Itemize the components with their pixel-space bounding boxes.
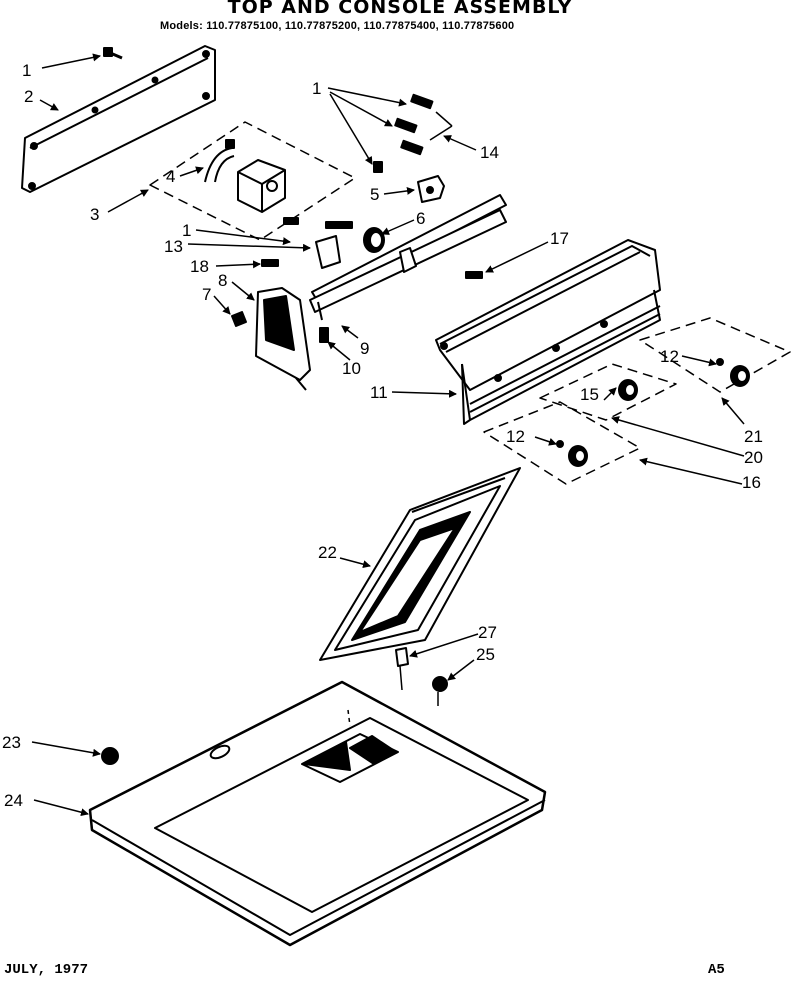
part-1-screws-right — [373, 93, 453, 173]
callout-5: 5 — [370, 185, 379, 204]
part-13-switch — [283, 217, 353, 269]
part-23-nut — [101, 747, 119, 765]
models-line: Models: 110.77875100, 110.77875200, 110.… — [160, 20, 515, 32]
page-code-footer: A5 — [708, 962, 725, 978]
callout-1: 1 — [312, 79, 321, 98]
callout-16: 16 — [742, 473, 761, 492]
part-25-nut — [432, 676, 448, 706]
part-15-knob — [618, 379, 638, 401]
callout-3: 3 — [90, 205, 99, 224]
part-6-knob — [363, 227, 385, 253]
part-17-screw — [465, 271, 483, 279]
callout-8: 8 — [218, 271, 227, 290]
part-5-bracket — [417, 175, 445, 203]
callout-21: 21 — [744, 427, 763, 446]
callout-labels: 1 2 3 4 1 14 5 6 1 13 18 8 7 17 9 10 11 … — [2, 61, 763, 810]
callout-12: 12 — [506, 427, 525, 446]
part-16-dashed-box — [483, 401, 641, 485]
part-1-screw-top — [103, 47, 123, 60]
part-11-console — [435, 239, 661, 425]
part-20-dashed-box — [539, 363, 677, 421]
callout-13: 13 — [164, 237, 183, 256]
part-10-clip — [319, 327, 329, 343]
callout-12: 12 — [660, 347, 679, 366]
callout-9: 9 — [360, 339, 369, 358]
callout-20: 20 — [744, 448, 763, 467]
part-3-dashed-box — [149, 121, 356, 241]
callout-25: 25 — [476, 645, 495, 664]
callout-2: 2 — [24, 87, 33, 106]
callout-11: 11 — [370, 383, 388, 402]
callout-24: 24 — [4, 791, 23, 810]
callout-14: 14 — [480, 143, 499, 162]
callout-23: 23 — [2, 733, 21, 752]
callout-1: 1 — [22, 61, 31, 80]
part-2-bracket — [21, 45, 216, 193]
part-8-holder — [255, 287, 311, 391]
callout-17: 17 — [550, 229, 569, 248]
part-12-knob-left — [556, 440, 588, 467]
part-18-screw — [261, 259, 279, 267]
callout-18: 18 — [190, 257, 209, 276]
leader-lines — [31, 53, 745, 817]
part-4-timer — [204, 139, 286, 213]
callout-4: 4 — [166, 167, 175, 186]
page-title: TOP AND CONSOLE ASSEMBLY — [227, 0, 573, 18]
callout-10: 10 — [342, 359, 361, 378]
callout-22: 22 — [318, 543, 337, 562]
part-24-top-panel — [88, 680, 547, 947]
part-12-knob-right — [716, 358, 750, 387]
callout-7: 7 — [202, 285, 211, 304]
part-21-dashed-box — [639, 317, 791, 393]
part-22-window — [319, 467, 521, 661]
callout-6: 6 — [416, 209, 425, 228]
part-27-clip — [395, 647, 409, 691]
callout-27: 27 — [478, 623, 497, 642]
callout-15: 15 — [580, 385, 599, 404]
part-9-rail — [309, 194, 507, 321]
part-7-nut — [231, 311, 247, 327]
callout-1: 1 — [182, 221, 191, 240]
date-footer: JULY, 1977 — [4, 962, 89, 978]
